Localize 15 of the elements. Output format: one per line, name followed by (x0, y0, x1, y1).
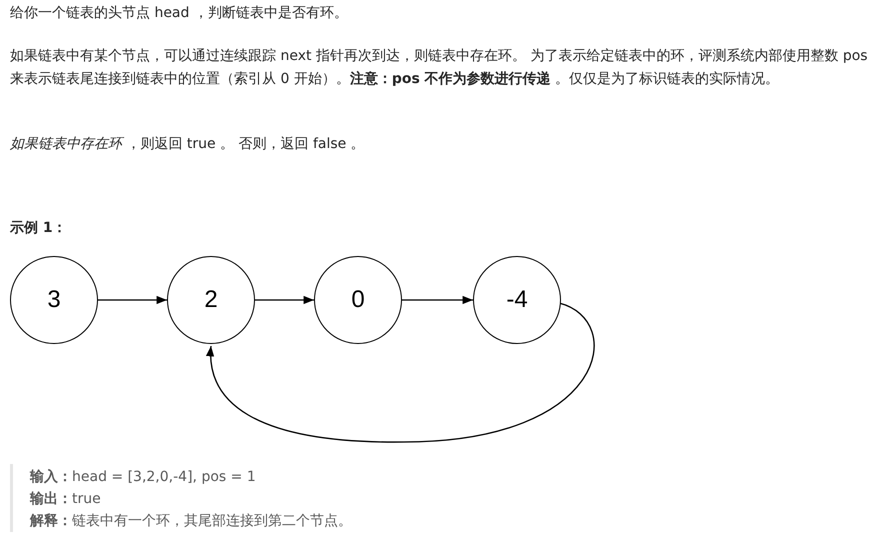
paragraph: 给你一个链表的头节点 head ，判断链表中是否有环。 (10, 4, 348, 23)
example-line: 输出：true (30, 490, 101, 509)
list-node-circle: 0 (314, 256, 402, 344)
arrow (98, 296, 167, 304)
paragraph: 如果链表中有某个节点，可以通过连续跟踪 next 指针再次到达，则链表中存在环。 为了表示给定链表中的环，评测系统内部使用整数 pos 来表示链表尾连接到链表中的位置（索引从 0 开始）。注意：pos 不作为参数进行传递 。仅仅是为了标识链表的实际情况。 (10, 47, 869, 89)
list-node-circle: 2 (167, 256, 255, 344)
section-heading: 示例 1： (10, 219, 67, 238)
arrow (255, 296, 314, 304)
list-node-circle: 3 (10, 256, 98, 344)
arrow (206, 302, 595, 443)
paragraph: 如果链表中存在环 ，则返回 true 。 否则，返回 false 。 (10, 135, 365, 154)
example-line: 解释：链表中有一个环，其尾部连接到第二个节点。 (30, 512, 352, 531)
arrow (402, 296, 473, 304)
example-line: 输入：head = [3,2,0,-4], pos = 1 (30, 468, 256, 487)
list-node-circle: -4 (473, 256, 561, 344)
